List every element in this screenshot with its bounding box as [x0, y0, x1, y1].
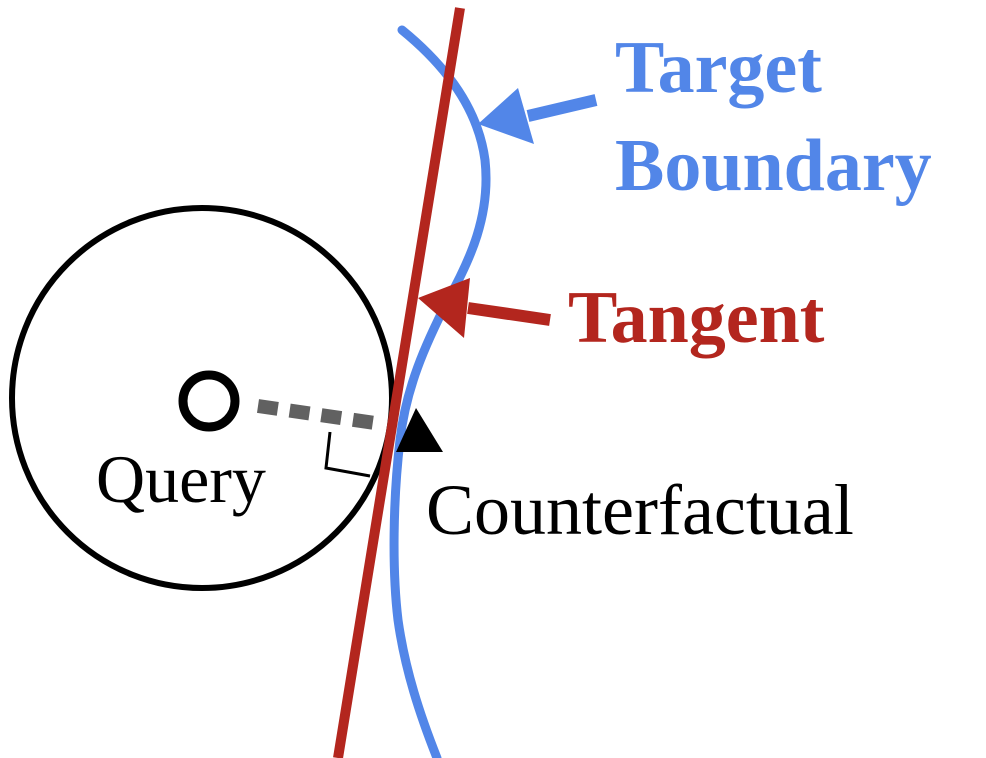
target-boundary-arrow-shaft — [526, 94, 598, 122]
tangent-arrow-shaft — [467, 302, 551, 326]
tangent-arrow-head — [418, 278, 470, 338]
target-boundary-label-line2: Boundary — [615, 125, 932, 207]
counterfactual-triangle — [396, 408, 443, 452]
distance-dotted-line — [256, 399, 384, 431]
tangent-label: Tangent — [568, 277, 825, 359]
target-boundary-label-line1: Target — [615, 27, 822, 109]
query-point — [178, 370, 240, 432]
tangent-line — [333, 7, 465, 758]
query-label: Query — [96, 441, 266, 517]
right-angle-marker — [324, 431, 371, 478]
counterfactual-label: Counterfactual — [426, 470, 854, 550]
target-boundary-arrow-head — [478, 88, 534, 144]
target-boundary-curve — [389, 25, 491, 758]
